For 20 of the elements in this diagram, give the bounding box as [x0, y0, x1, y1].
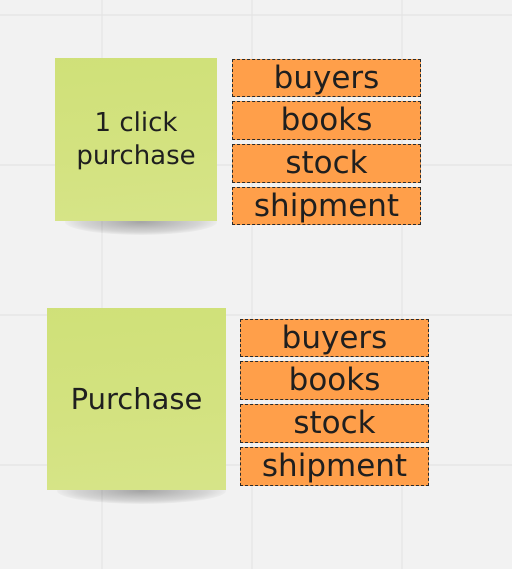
- tag-text: stock: [285, 144, 368, 183]
- tag-text: shipment: [254, 186, 400, 226]
- tag-text: books: [288, 361, 380, 400]
- tag-text: buyers: [274, 58, 380, 98]
- tag-text: books: [280, 101, 372, 140]
- tag-text: stock: [293, 404, 376, 443]
- tag-box: [240, 404, 429, 443]
- tag-box: [232, 144, 421, 183]
- tag-text: buyers: [282, 318, 388, 358]
- sticky-note: [55, 58, 217, 221]
- tag-box: [240, 447, 429, 486]
- tag-box: [240, 319, 429, 357]
- tag-box: [232, 101, 421, 140]
- tag-text: shipment: [262, 447, 408, 486]
- tag-box: [240, 361, 429, 400]
- note-text: Purchase: [70, 380, 204, 418]
- tag-box: [232, 59, 421, 97]
- tag-box: [232, 187, 421, 225]
- sticky-note: [47, 308, 226, 490]
- note-text: 1 click purchase: [75, 107, 197, 172]
